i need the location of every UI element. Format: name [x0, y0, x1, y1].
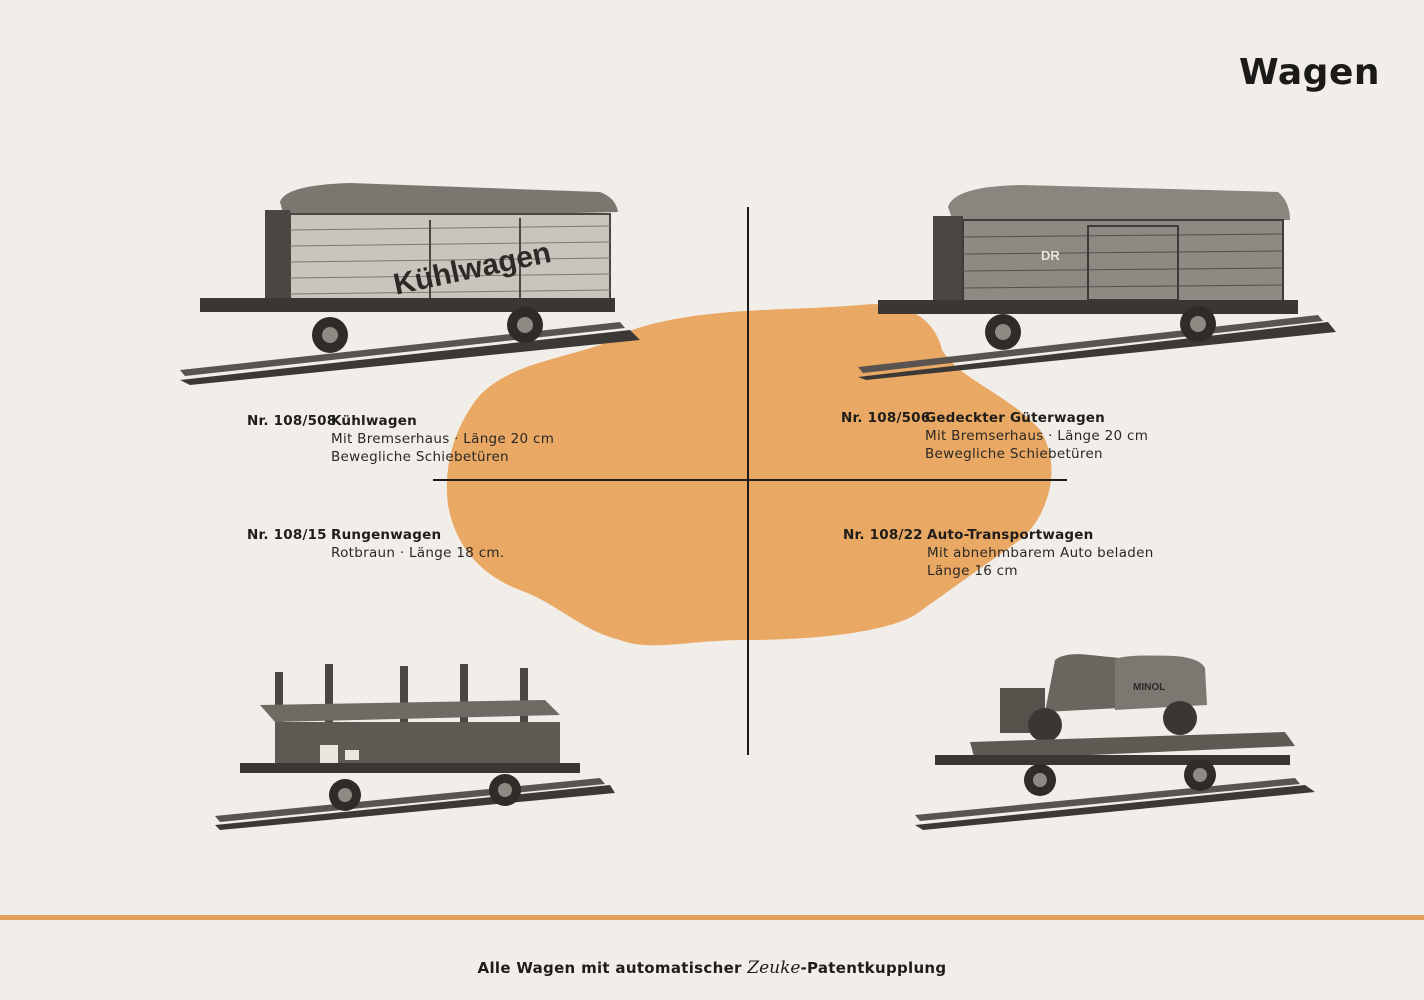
svg-text:DR: DR [1041, 248, 1060, 263]
item-name: Gedeckter Güterwagen [925, 410, 1105, 426]
auto-transportwagen-illustration: MINOL [915, 654, 1315, 830]
item-number: Nr. 108/506 [841, 410, 931, 426]
item-desc-line: Bewegliche Schiebetüren [925, 446, 1103, 462]
gueterwagen-illustration: DR [858, 185, 1336, 380]
rungenwagen-illustration [215, 664, 615, 830]
footer-text-before: Alle Wagen mit automatischer [477, 959, 748, 977]
footer-text-after: -Patentkupplung [800, 959, 947, 977]
item-kuehlwagen: Nr. 108/508Kühlwagen Mit Bremserhaus · L… [247, 412, 554, 466]
vertical-divider [747, 207, 749, 755]
svg-text:MINOL: MINOL [1133, 682, 1165, 693]
item-name: Auto-Transportwagen [927, 527, 1094, 543]
item-desc-line: Mit Bremserhaus · Länge 20 cm [331, 431, 555, 447]
item-gueterwagen: Nr. 108/506Gedeckter Güterwagen Mit Brem… [841, 409, 1148, 463]
item-name: Rungenwagen [331, 527, 442, 543]
item-desc-line: Mit Bremserhaus · Länge 20 cm [925, 428, 1149, 444]
footer-caption: Alle Wagen mit automatischer Zeuke-Paten… [0, 958, 1424, 978]
item-desc-line: Mit abnehmbarem Auto beladen [927, 545, 1154, 561]
item-desc-line: Länge 16 cm [927, 563, 1018, 579]
item-desc-line: Rotbraun · Länge 18 cm. [331, 545, 505, 561]
item-name: Kühlwagen [331, 413, 417, 429]
horizontal-divider [433, 479, 1067, 481]
footer-rule [0, 915, 1424, 920]
item-number: Nr. 108/22 [843, 527, 923, 543]
item-desc-line: Bewegliche Schiebetüren [331, 449, 509, 465]
item-number: Nr. 108/508 [247, 413, 337, 429]
item-number: Nr. 108/15 [247, 527, 327, 543]
kuehlwagen-illustration: Kühlwagen [180, 183, 640, 385]
brand-logo: Zeuke [747, 958, 801, 978]
page-title: Wagen [1238, 52, 1380, 93]
